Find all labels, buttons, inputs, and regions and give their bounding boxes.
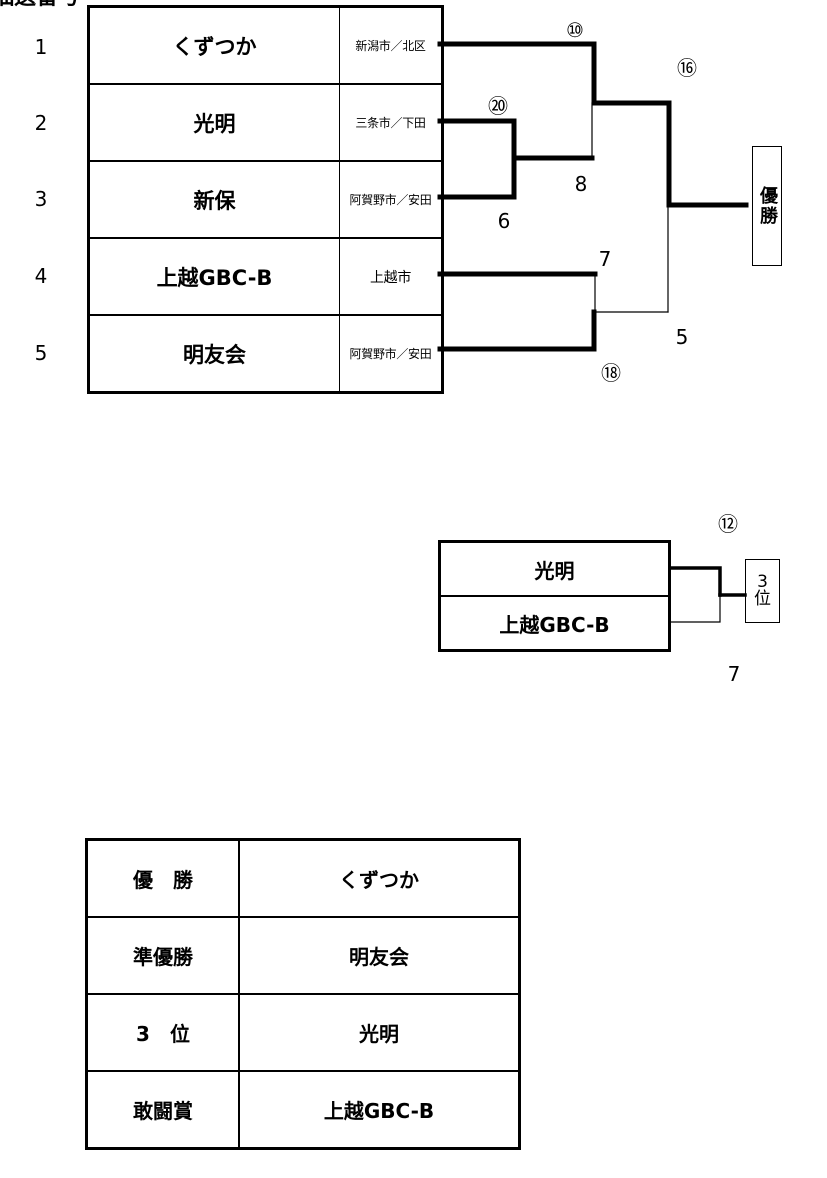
- team-name: 明友会: [88, 314, 340, 393]
- score-label: 7: [598, 247, 612, 271]
- third-place-table: 光明 上越GBC-B: [438, 540, 671, 652]
- results-table: 優 勝 くずつか 準優勝 明友会 3 位 光明 敢闘賞 上越GBC-B: [85, 838, 521, 1150]
- team-name: 上越GBC-B: [88, 237, 340, 316]
- results-row: 敢闘賞 上越GBC-B: [85, 1070, 521, 1150]
- score-label: 7: [727, 662, 741, 686]
- team-row: 上越GBC-B 上越市: [88, 237, 443, 316]
- score-label: ⑩: [566, 18, 584, 42]
- seed-number: 3: [34, 187, 48, 211]
- third-line-top: [669, 566, 722, 597]
- third-place-team: 光明: [439, 541, 670, 597]
- bracket-line-team2: [437, 118, 517, 161]
- team-city: 三条市／下田: [339, 83, 443, 162]
- score-label: 5: [675, 325, 689, 349]
- team-table: くずつか 新潟市／北区 光明 三条市／下田 新保 阿賀野市／安田 上越GBC-B…: [87, 5, 444, 394]
- score-label: ⑫: [718, 512, 738, 536]
- results-row: 優 勝 くずつか: [85, 838, 521, 918]
- champion-box: 優勝: [752, 146, 782, 266]
- results-rank: 敢闘賞: [85, 1070, 240, 1150]
- page-title-fragment: 抽選番号: [0, 0, 80, 10]
- team-row: 光明 三条市／下田: [88, 83, 443, 162]
- results-rank: 3 位: [85, 993, 240, 1072]
- seed-number: 5: [34, 341, 48, 365]
- team-city: 新潟市／北区: [339, 6, 443, 85]
- score-label: 6: [497, 209, 511, 233]
- seed-number: 2: [34, 111, 48, 135]
- third-place-label-rank: 位: [754, 589, 771, 609]
- seed-number: 1: [34, 35, 48, 59]
- results-team: 上越GBC-B: [238, 1070, 521, 1150]
- third-place-team: 上越GBC-B: [439, 596, 670, 652]
- third-place-row: 光明: [439, 541, 670, 597]
- score-label: ⑯: [677, 56, 697, 80]
- results-team: 明友会: [238, 916, 521, 995]
- results-team: 光明: [238, 993, 521, 1072]
- seed-number: 4: [34, 264, 48, 288]
- third-place-label-number: 3: [757, 572, 768, 592]
- score-label: ⑱: [601, 361, 621, 385]
- bracket-line-team3: [437, 155, 517, 200]
- results-rank: 準優勝: [85, 916, 240, 995]
- third-place-box: 3 位: [745, 559, 780, 623]
- score-label: 8: [574, 172, 588, 196]
- team-row: 明友会 阿賀野市／安田: [88, 314, 443, 393]
- results-rank: 優 勝: [85, 838, 240, 918]
- team-city: 阿賀野市／安田: [339, 160, 443, 239]
- champion-label: 優勝: [757, 186, 778, 226]
- bracket-line-team5: [437, 309, 597, 352]
- third-place-row: 上越GBC-B: [439, 596, 670, 652]
- team-city: 阿賀野市／安田: [339, 314, 443, 393]
- score-label: ⑳: [488, 94, 508, 118]
- third-line-bottom: [670, 594, 721, 623]
- results-row: 3 位 光明: [85, 993, 521, 1072]
- results-team: くずつか: [238, 838, 521, 918]
- team-row: 新保 阿賀野市／安田: [88, 160, 443, 239]
- results-row: 準優勝 明友会: [85, 916, 521, 995]
- team-name: 新保: [88, 160, 340, 239]
- team-city: 上越市: [339, 237, 443, 316]
